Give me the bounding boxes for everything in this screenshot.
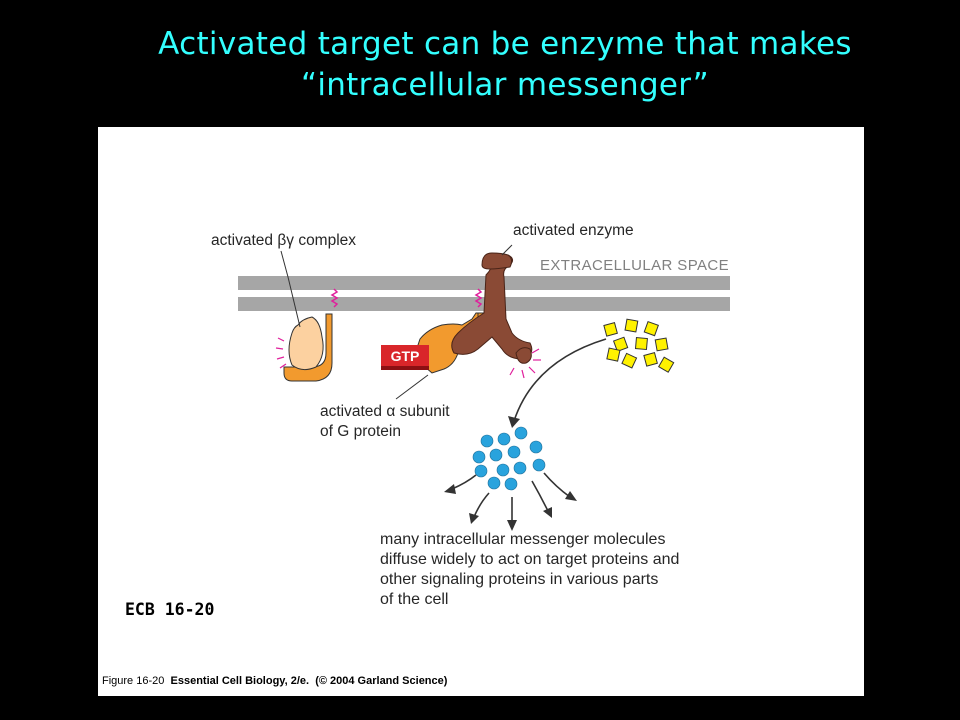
label-alpha-subunit-line-2: of G protein xyxy=(320,423,401,440)
messenger-molecule xyxy=(507,445,521,459)
credit-book-title: Essential Cell Biology, 2/e. xyxy=(170,675,310,687)
pointer-alpha xyxy=(395,374,429,400)
precursor-molecule xyxy=(634,337,648,351)
precursor-molecule xyxy=(612,336,629,352)
diffusion-arrow xyxy=(451,474,477,490)
precursor-molecule xyxy=(624,318,639,333)
lipid-anchor-beta-gamma xyxy=(330,288,339,308)
precursor-molecule xyxy=(621,352,638,369)
diffusion-arrows xyxy=(451,472,571,523)
gtp-badge xyxy=(381,345,429,366)
caption-line-4: of the cell xyxy=(380,591,449,608)
messenger-molecule xyxy=(472,450,486,464)
credit-figure-number: Figure 16-20 xyxy=(102,675,165,687)
messenger-molecule xyxy=(487,476,501,490)
activation-burst-enzyme xyxy=(509,348,541,379)
messenger-molecules xyxy=(472,426,546,491)
label-extracellular-space: EXTRACELLULAR SPACE xyxy=(540,257,730,274)
messenger-molecule xyxy=(496,463,510,477)
diffusion-arrow xyxy=(543,472,571,498)
diffusion-arrowhead xyxy=(444,484,456,494)
label-alpha-subunit-line-1: activated α subunit xyxy=(320,403,450,420)
precursor-molecule xyxy=(606,347,621,362)
credit-copyright: (© 2004 Garland Science) xyxy=(315,675,448,687)
messenger-molecule xyxy=(480,434,494,448)
caption-line-2: diffuse widely to act on target proteins… xyxy=(380,551,680,568)
gtp-label: GTP xyxy=(391,348,420,364)
signaling-diagram: GTP xyxy=(238,244,730,531)
diffusion-arrowhead xyxy=(565,491,577,501)
label-beta-gamma-complex: activated βγ complex xyxy=(211,232,357,249)
precursor-molecule xyxy=(603,322,618,337)
lipid-anchor-alpha xyxy=(474,288,483,308)
messenger-molecule xyxy=(514,426,528,440)
figure-panel: GTP xyxy=(98,127,864,696)
messenger-molecule xyxy=(489,448,503,462)
precursor-molecule xyxy=(654,337,669,352)
beta-subunit xyxy=(288,316,324,371)
pointer-beta-gamma xyxy=(280,250,301,328)
activation-burst-beta-gamma xyxy=(275,337,287,369)
messenger-molecule xyxy=(497,432,511,446)
caption-line-3: other signaling proteins in various part… xyxy=(380,571,659,588)
label-activated-enzyme: activated enzyme xyxy=(513,222,634,239)
diffusion-arrowheads xyxy=(444,484,577,531)
figure-credit: Figure 16-20 Essential Cell Biology, 2/e… xyxy=(102,675,447,687)
enzyme-head xyxy=(481,252,513,270)
messenger-molecule xyxy=(532,458,546,472)
pointer-enzyme xyxy=(501,244,513,256)
conversion-arrow xyxy=(513,338,607,422)
diffusion-arrowhead xyxy=(543,507,552,518)
precursor-molecule xyxy=(643,352,658,367)
diffusion-arrowhead xyxy=(507,520,517,531)
messenger-molecule xyxy=(504,477,518,491)
membrane-outer-layer xyxy=(238,276,730,290)
diffusion-arrowhead xyxy=(469,513,479,524)
messenger-molecule xyxy=(474,464,488,478)
gtp-badge-shadow xyxy=(381,366,429,370)
enzyme-body xyxy=(451,254,533,360)
title-line-1: Activated target can be enzyme that make… xyxy=(158,26,852,62)
conversion-arrowhead xyxy=(508,416,520,428)
enzyme-lobe xyxy=(515,347,532,364)
precursor-molecules xyxy=(603,318,675,373)
figure-reference: ECB 16-20 xyxy=(125,600,215,619)
precursor-molecule xyxy=(657,356,675,373)
slide-title: Activated target can be enzyme that make… xyxy=(0,24,960,106)
messenger-molecule xyxy=(513,461,527,475)
title-line-2: “intracellular messenger” xyxy=(300,67,710,103)
diffusion-arrow xyxy=(531,480,549,512)
precursor-molecule xyxy=(643,320,659,337)
caption-line-1: many intracellular messenger molecules xyxy=(380,531,666,548)
messenger-molecule xyxy=(529,440,543,454)
diffusion-arrow xyxy=(473,492,490,518)
